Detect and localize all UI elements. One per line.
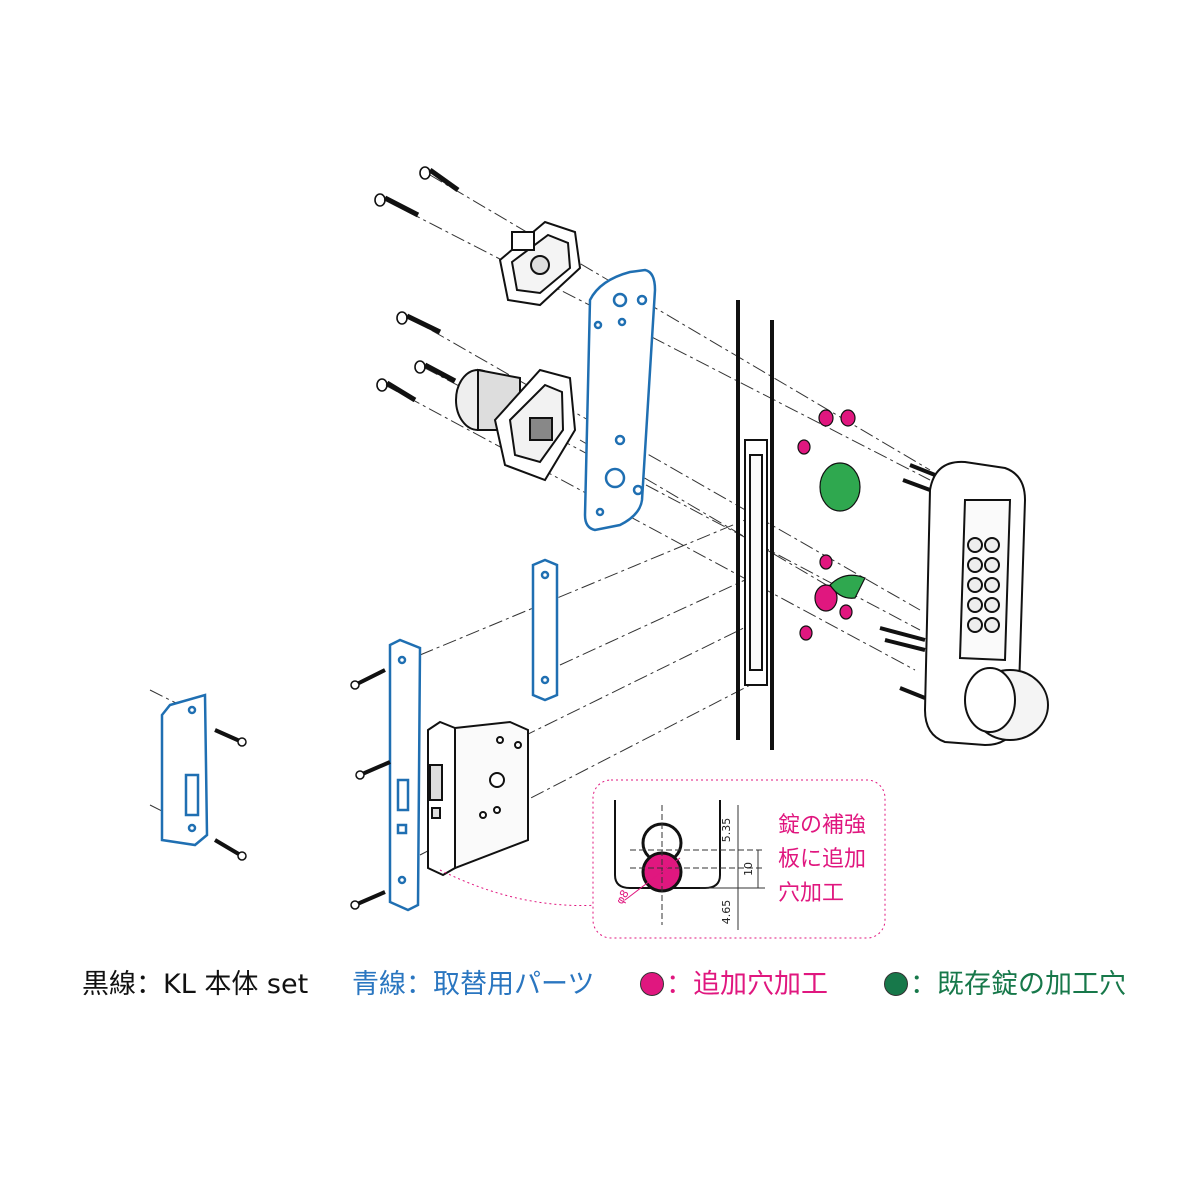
legend-blue: 青線：取替用パーツ bbox=[352, 969, 595, 1000]
existing-holes bbox=[819, 462, 866, 599]
blue-strike-plate bbox=[160, 693, 209, 847]
mortise-lock-body bbox=[427, 720, 529, 877]
door-edge bbox=[736, 300, 774, 750]
keypad-buttons bbox=[967, 537, 1000, 633]
dim-mid: 10 bbox=[742, 862, 755, 876]
dim-bottom: 4.65 bbox=[720, 900, 733, 925]
door-mortise-plate bbox=[744, 439, 768, 686]
reinforcement-plate bbox=[583, 268, 657, 532]
diameter-label: φ8 bbox=[613, 888, 631, 907]
legend-green-label: ：既存錠の加工穴 bbox=[910, 969, 1126, 1000]
detail-label-3: 穴加工 bbox=[778, 881, 844, 906]
magenta-dot-icon bbox=[640, 972, 664, 996]
upper-escutcheon bbox=[498, 220, 582, 307]
legend-black: 黒線：KL 本体 set bbox=[82, 969, 309, 1000]
lower-escutcheon bbox=[455, 368, 577, 482]
added-holes bbox=[797, 409, 856, 641]
blue-faceplate-small bbox=[531, 558, 559, 702]
detail-callout: 5.35 10 4.65 φ8 錠の補強 板に追加 穴加工 bbox=[439, 779, 886, 939]
legend-magenta-label: ：追加穴加工 bbox=[666, 969, 828, 1000]
dim-top: 5.35 bbox=[720, 818, 733, 843]
keypad-lock-unit bbox=[879, 460, 1049, 747]
detail-label-1: 錠の補強 bbox=[778, 813, 866, 838]
green-dot-icon bbox=[884, 972, 908, 996]
side-screws bbox=[213, 668, 391, 910]
detail-label-2: 板に追加 bbox=[778, 847, 866, 872]
legend-green: ：既存錠の加工穴 bbox=[884, 962, 1126, 1001]
blue-faceplate-front bbox=[388, 638, 422, 912]
top-screws bbox=[374, 166, 460, 403]
legend-magenta: ：追加穴加工 bbox=[640, 962, 828, 1001]
